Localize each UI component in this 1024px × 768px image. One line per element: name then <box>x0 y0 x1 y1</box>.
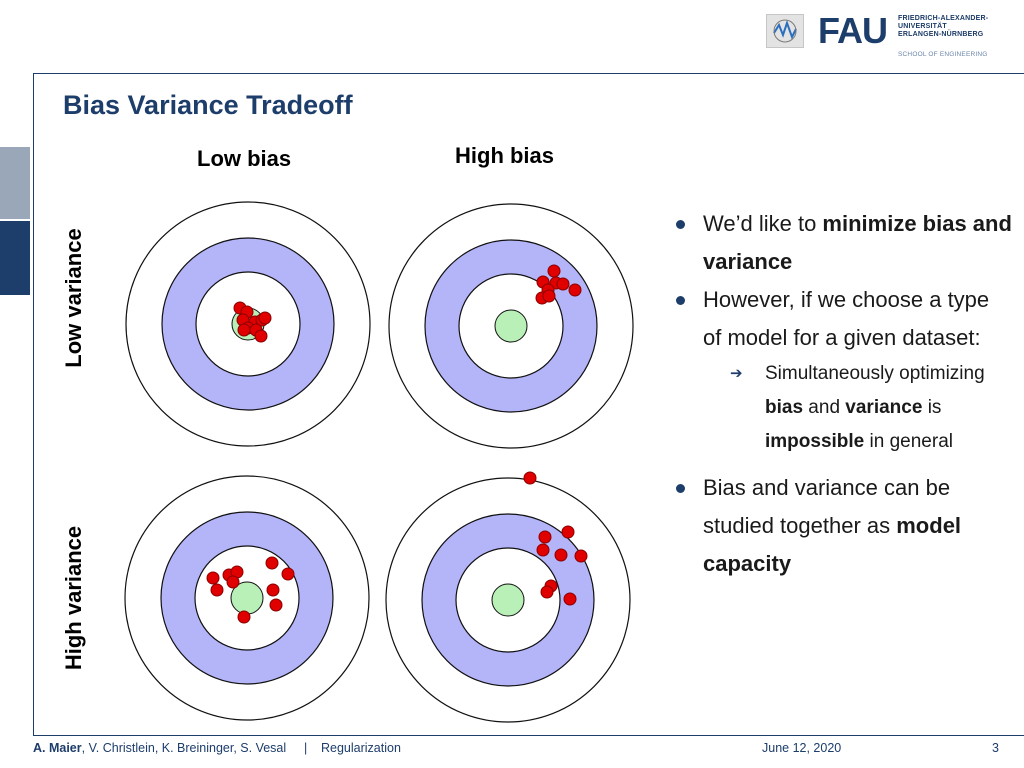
bullet-item: We’d like to minimize bias and variance <box>672 205 1012 281</box>
hit-point <box>542 289 556 303</box>
hit-point <box>554 548 568 562</box>
hit-point <box>237 323 251 337</box>
university-line: ERLANGEN-NÜRNBERG <box>898 31 984 38</box>
target-low-bias-low-variance <box>125 201 371 447</box>
text: and <box>803 397 846 418</box>
hit-point <box>561 525 575 539</box>
column-label-high-bias: High bias <box>455 143 555 168</box>
column-label-low-bias: Low bias <box>197 146 292 171</box>
target-low-bias-high-variance <box>124 475 370 721</box>
frame-top-line <box>33 73 1024 74</box>
text: We’d like to <box>703 211 823 236</box>
frame-bottom-line <box>33 735 1024 736</box>
hit-point <box>206 571 220 585</box>
hit-point <box>523 471 537 485</box>
hit-point <box>266 583 280 597</box>
text: Simultaneously optimizing <box>765 363 985 384</box>
bullseye <box>494 309 528 343</box>
hit-point <box>226 575 240 589</box>
hit-point <box>538 530 552 544</box>
bullet-item: Bias and variance can be studied togethe… <box>672 469 1012 583</box>
side-tab-dark <box>0 221 30 295</box>
fau-logo-text: FAU <box>818 13 887 47</box>
bold-text: impossible <box>765 431 865 452</box>
footer-authors: A. Maier, V. Christlein, K. Breininger, … <box>33 741 286 755</box>
bold-text: model capacity <box>703 513 962 576</box>
hit-point <box>574 549 588 563</box>
side-tab-light <box>0 147 30 219</box>
bold-text: bias <box>765 397 804 418</box>
bullet-dot <box>676 296 685 305</box>
hit-point <box>563 592 577 606</box>
hit-point <box>269 598 283 612</box>
text: is <box>922 397 942 418</box>
hit-point <box>258 311 272 325</box>
hit-point <box>540 585 554 599</box>
footer-separator: | <box>304 741 308 755</box>
fau-logo: FAU <box>818 10 894 52</box>
university-line: FRIEDRICH-ALEXANDER- <box>898 15 989 22</box>
hit-point <box>568 283 582 297</box>
footer-page-number: 3 <box>992 741 999 755</box>
footer-topic: Regularization <box>321 741 401 755</box>
target-high-bias-low-variance <box>388 203 634 449</box>
institute-logo <box>766 14 804 48</box>
arrow-icon: ➔ <box>730 365 743 382</box>
bullet-dot <box>676 220 685 229</box>
footer-author-rest: , V. Christlein, K. Breininger, S. Vesal <box>81 741 287 755</box>
footer-author-main: A. Maier <box>33 741 82 755</box>
bold-text: variance <box>845 397 923 418</box>
bold-text: minimize bias and variance <box>703 211 1012 274</box>
hit-point <box>547 264 561 278</box>
university-line: UNIVERSITÄT <box>898 23 947 30</box>
hit-point <box>254 329 268 343</box>
university-name: FRIEDRICH-ALEXANDER- UNIVERSITÄT ERLANGE… <box>898 15 988 39</box>
school-name: SCHOOL OF ENGINEERING <box>898 51 988 58</box>
hit-point <box>536 543 550 557</box>
target-high-bias-high-variance <box>385 471 631 723</box>
hit-point <box>556 277 570 291</box>
text: Bias and variance can be studied togethe… <box>703 475 951 538</box>
hit-point <box>265 556 279 570</box>
footer-date: June 12, 2020 <box>762 741 842 755</box>
bullseye <box>491 583 525 617</box>
bullet-list: We’d like to minimize bias and variance … <box>672 205 1012 583</box>
slide-title: Bias Variance Tradeoff <box>63 90 353 120</box>
text: However, if we choose a type of model fo… <box>703 287 990 350</box>
hit-point <box>237 610 251 624</box>
bullet-item: However, if we choose a type of model fo… <box>672 281 1012 357</box>
frame-left-line <box>33 73 34 735</box>
bullet-dot <box>676 484 685 493</box>
sub-bullet-item: ➔ Simultaneously optimizing bias and vari… <box>672 357 1012 459</box>
text: in general <box>864 431 953 452</box>
hit-point <box>210 583 224 597</box>
hit-point <box>281 567 295 581</box>
